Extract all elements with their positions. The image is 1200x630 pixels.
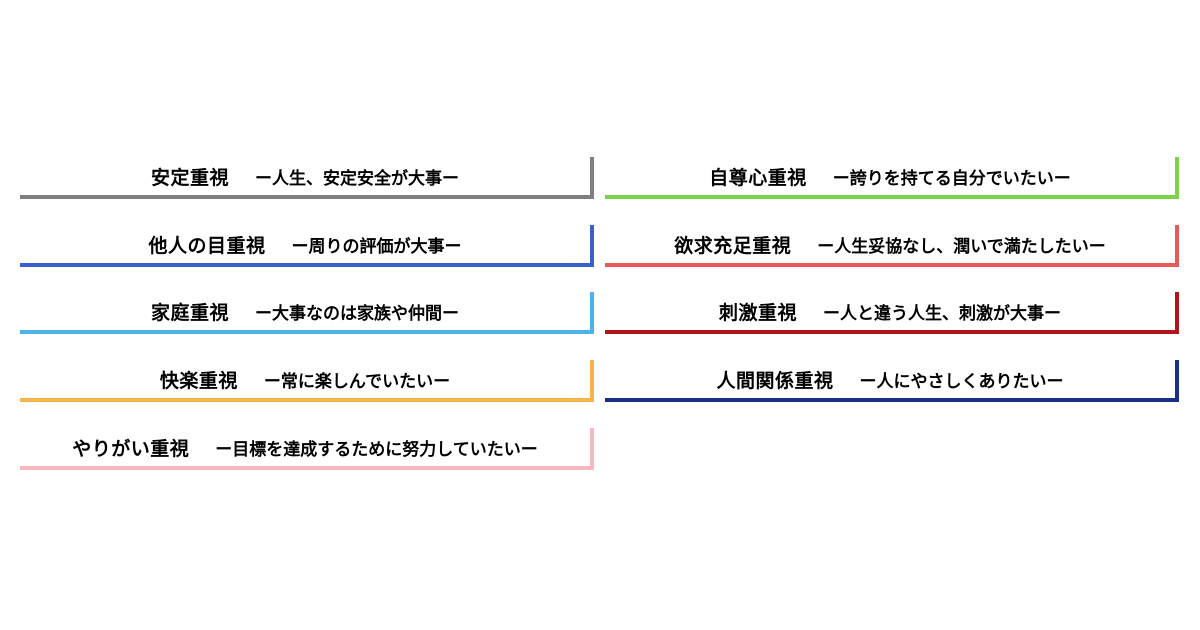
value-card-description: ー人生妥協なし、潤いで満たしたいー bbox=[817, 236, 1106, 257]
value-card-description: ー人と違う人生、刺激が大事ー bbox=[823, 303, 1061, 324]
value-card-family: 家庭重視 ー大事なのは家族や仲間ー bbox=[20, 292, 594, 334]
value-card-description: ー目標を達成するために努力していたいー bbox=[215, 439, 538, 460]
value-card-description: ー人生、安定安全が大事ー bbox=[255, 168, 459, 189]
value-card-title: 他人の目重視 bbox=[148, 234, 266, 257]
value-card-self-esteem: 自尊心重視 ー誇りを持てる自分でいたいー bbox=[605, 157, 1179, 199]
value-card-title: 家庭重視 bbox=[150, 301, 229, 324]
value-card-title: 刺激重視 bbox=[718, 301, 797, 324]
value-card-title: 欲求充足重視 bbox=[674, 234, 792, 257]
value-card-title: やりがい重視 bbox=[72, 437, 190, 460]
value-card-relationships: 人間関係重視 ー人にやさしくありたいー bbox=[605, 360, 1179, 402]
value-card-title: 快楽重視 bbox=[159, 369, 238, 392]
value-card-title: 人間関係重視 bbox=[716, 369, 834, 392]
value-card-pleasure: 快楽重視 ー常に楽しんでいたいー bbox=[20, 360, 594, 402]
value-card-description: ー大事なのは家族や仲間ー bbox=[255, 303, 459, 324]
value-card-description: ー常に楽しんでいたいー bbox=[263, 371, 451, 392]
value-card-title: 自尊心重視 bbox=[709, 166, 807, 189]
value-card-purpose: やりがい重視 ー目標を達成するために努力していたいー bbox=[20, 428, 594, 470]
value-card-stability: 安定重視 ー人生、安定安全が大事ー bbox=[20, 157, 594, 199]
value-card-description: ー人にやさしくありたいー bbox=[859, 371, 1064, 392]
value-card-others-eyes: 他人の目重視 ー周りの評価が大事ー bbox=[20, 225, 594, 267]
value-card-description: ー周りの評価が大事ー bbox=[291, 236, 462, 257]
value-card-title: 安定重視 bbox=[150, 166, 229, 189]
value-card-description: ー誇りを持てる自分でいたいー bbox=[832, 168, 1071, 189]
value-card-stimulation: 刺激重視 ー人と違う人生、刺激が大事ー bbox=[605, 292, 1179, 334]
value-card-desire-fulfillment: 欲求充足重視 ー人生妥協なし、潤いで満たしたいー bbox=[605, 225, 1179, 267]
